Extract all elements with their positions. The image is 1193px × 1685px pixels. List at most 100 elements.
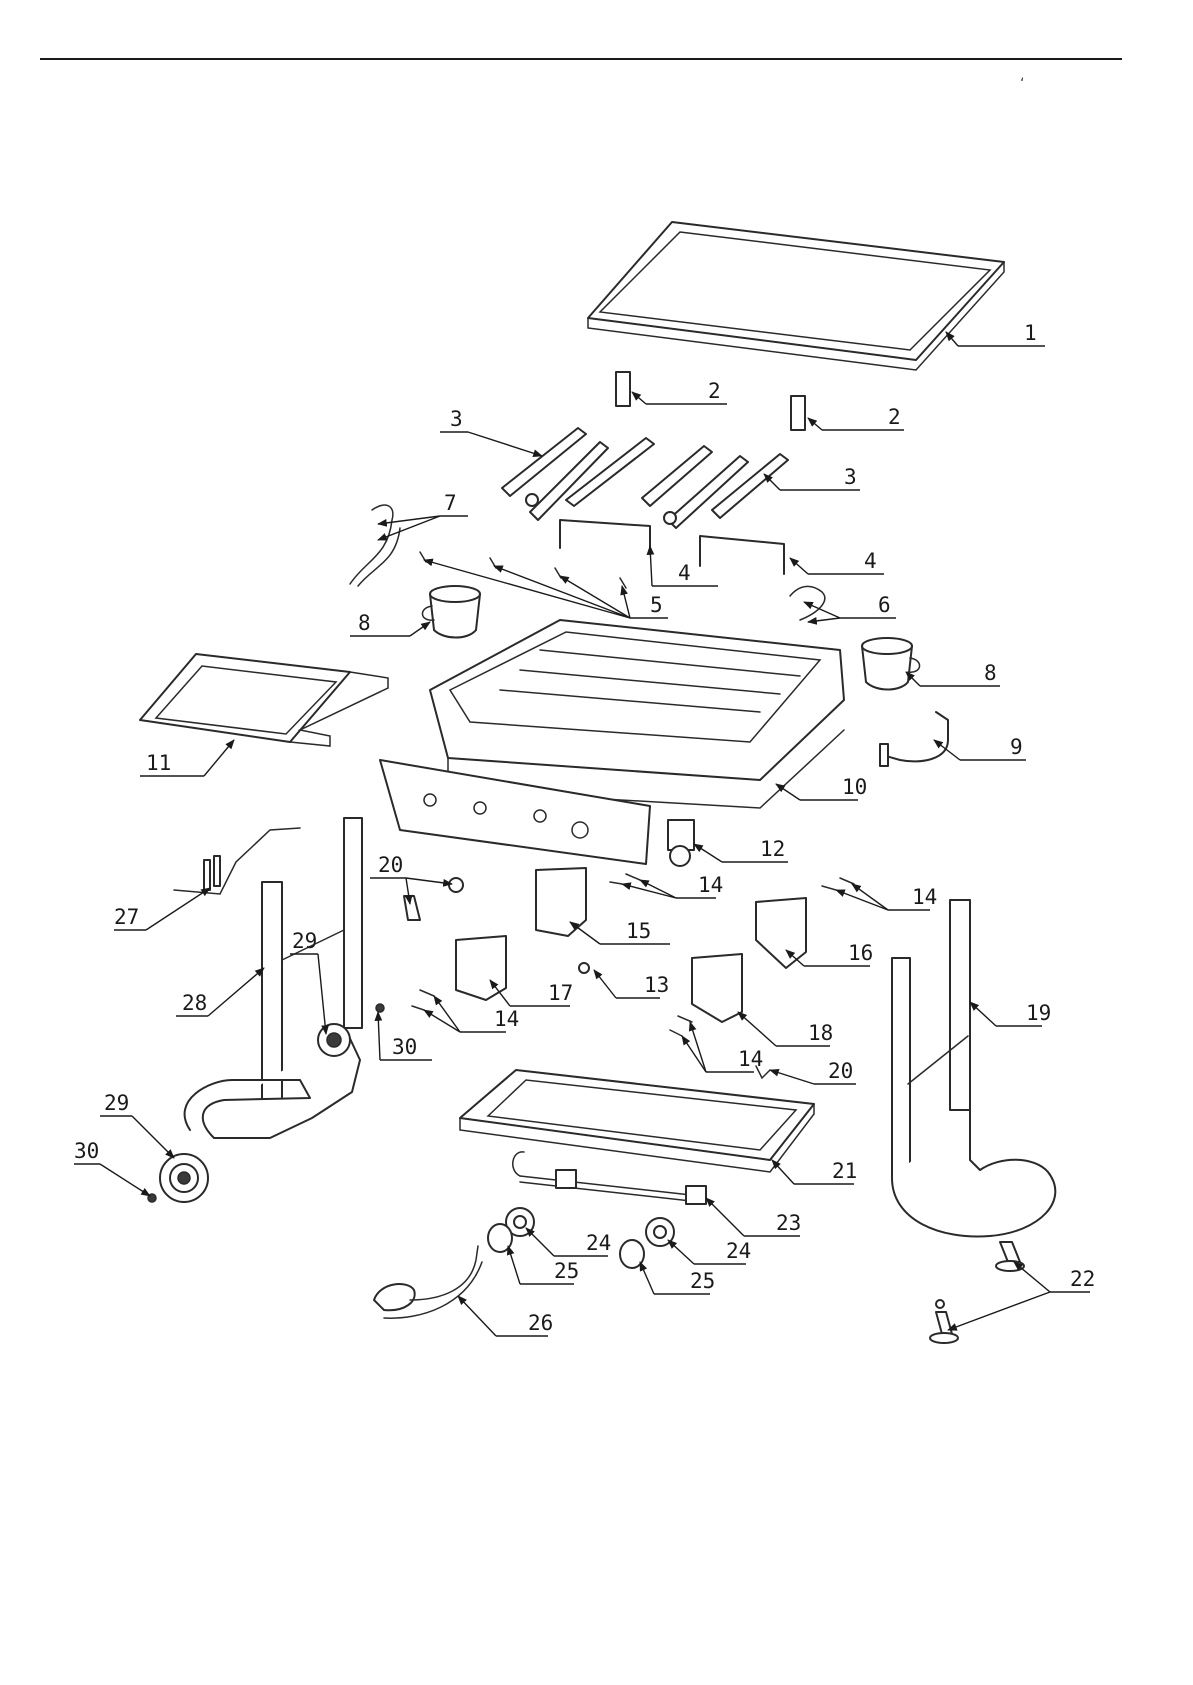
leader-arrow [776,784,800,800]
leader-arrow [100,1164,150,1196]
leader-arrow [948,1292,1050,1330]
part-number-label: 7 [444,491,457,515]
leader-arrow [694,844,722,862]
part-number-label: 20 [828,1059,853,1083]
part-5-pins [420,552,626,588]
leader-arrow [668,1240,694,1264]
leader-arrow [836,890,888,910]
part-11-side-shelf [140,654,388,746]
leader-arrow [468,432,542,456]
part-3-burners [502,428,788,528]
leader-arrow [410,622,430,636]
part-number-label: 19 [1026,1001,1051,1025]
part-number-label: 26 [528,1311,553,1335]
part-number-label: 14 [494,1007,519,1031]
part-28-left-frame [185,818,362,1138]
part-number-label: 25 [690,1269,715,1293]
part-number-label: 2 [888,405,901,429]
leader-arrow [682,1036,706,1072]
part-number-label: 20 [378,853,403,877]
part-number-label: 24 [586,1231,611,1255]
leader-arrow [132,1116,174,1158]
leader-arrow [434,996,460,1032]
leader-arrow [204,740,234,776]
part-number-label: 30 [74,1139,99,1163]
part-number-label: 28 [182,991,207,1015]
part-21-bottom-shelf [460,1070,814,1172]
leader-arrow [772,1160,794,1184]
leader-arrow [852,884,888,910]
leader-arrow [650,546,652,586]
valve-blocks [456,868,806,1022]
part-number-label: 4 [864,549,877,573]
part-number-label: 21 [832,1159,857,1183]
part-number-label: 24 [726,1239,751,1263]
part-number-label: 3 [844,465,857,489]
part-19-right-frame [892,900,1055,1237]
part-number-label: 30 [392,1035,417,1059]
part-number-label: 23 [776,1211,801,1235]
leader-arrow [560,576,630,618]
part-12-ignition [668,820,694,866]
leader-arrow [146,888,210,930]
part-number-label: 3 [450,407,463,431]
part-number-label: 1 [1024,321,1037,345]
part-number-label: 13 [644,973,669,997]
part-number-label: 27 [114,905,139,929]
part-number-label: 15 [626,919,651,943]
part-number-label: 29 [104,1091,129,1115]
leader-arrow [632,392,646,404]
part-number-label: 8 [984,661,997,685]
leader-arrow [970,1002,996,1026]
leader-arrow [706,1198,744,1236]
leader-arrow [1014,1262,1050,1292]
part-22-feet [930,1242,1024,1343]
leader-arrow [622,884,676,898]
part-number-label: 17 [548,981,573,1005]
leader-arrow [640,880,676,898]
part-9-handle [880,712,948,766]
part-number-label: 14 [912,885,937,909]
leader-arrow [770,1070,814,1084]
leader-arrow [378,1012,380,1060]
parts-24-25-knobs [488,1208,674,1268]
leader-arrow [594,970,616,998]
part-number-label: 11 [146,751,171,775]
leader-arrow [208,968,264,1016]
leader-arrow [790,558,808,574]
part-number-label: 6 [878,593,891,617]
leader-arrow [406,878,452,884]
leader-arrow [946,332,958,346]
part-number-label: 12 [760,837,785,861]
part-number-label: 16 [848,941,873,965]
part-1-top-tray [588,222,1004,370]
part-number-label: 25 [554,1259,579,1283]
leader-arrow [458,1296,496,1336]
leader-arrow [526,1228,554,1256]
leader-arrow [494,566,630,618]
part-number-label: 2 [708,379,721,403]
leader-arrow [690,1022,706,1072]
leader-arrow [808,418,822,430]
leader-arrow [570,922,600,944]
leader-arrow [508,1246,520,1284]
leader-arrow [640,1262,654,1294]
part-number-label: 8 [358,611,371,635]
part-number-label: 22 [1070,1267,1095,1291]
leader-arrow [424,1010,460,1032]
part-number-label: 10 [842,775,867,799]
leader-arrow [808,618,840,622]
part-number-label: 14 [698,873,723,897]
leader-arrow [738,1012,776,1046]
part-number-label: 29 [292,929,317,953]
part-number-label: 4 [678,561,691,585]
part-number-label: 14 [738,1047,763,1071]
part-26-hose [374,1246,482,1318]
leader-arrow [764,474,780,490]
part-number-label: 9 [1010,735,1023,759]
front-panel [380,760,650,864]
part-number-label: 5 [650,593,663,617]
part-4-supports [560,520,784,574]
